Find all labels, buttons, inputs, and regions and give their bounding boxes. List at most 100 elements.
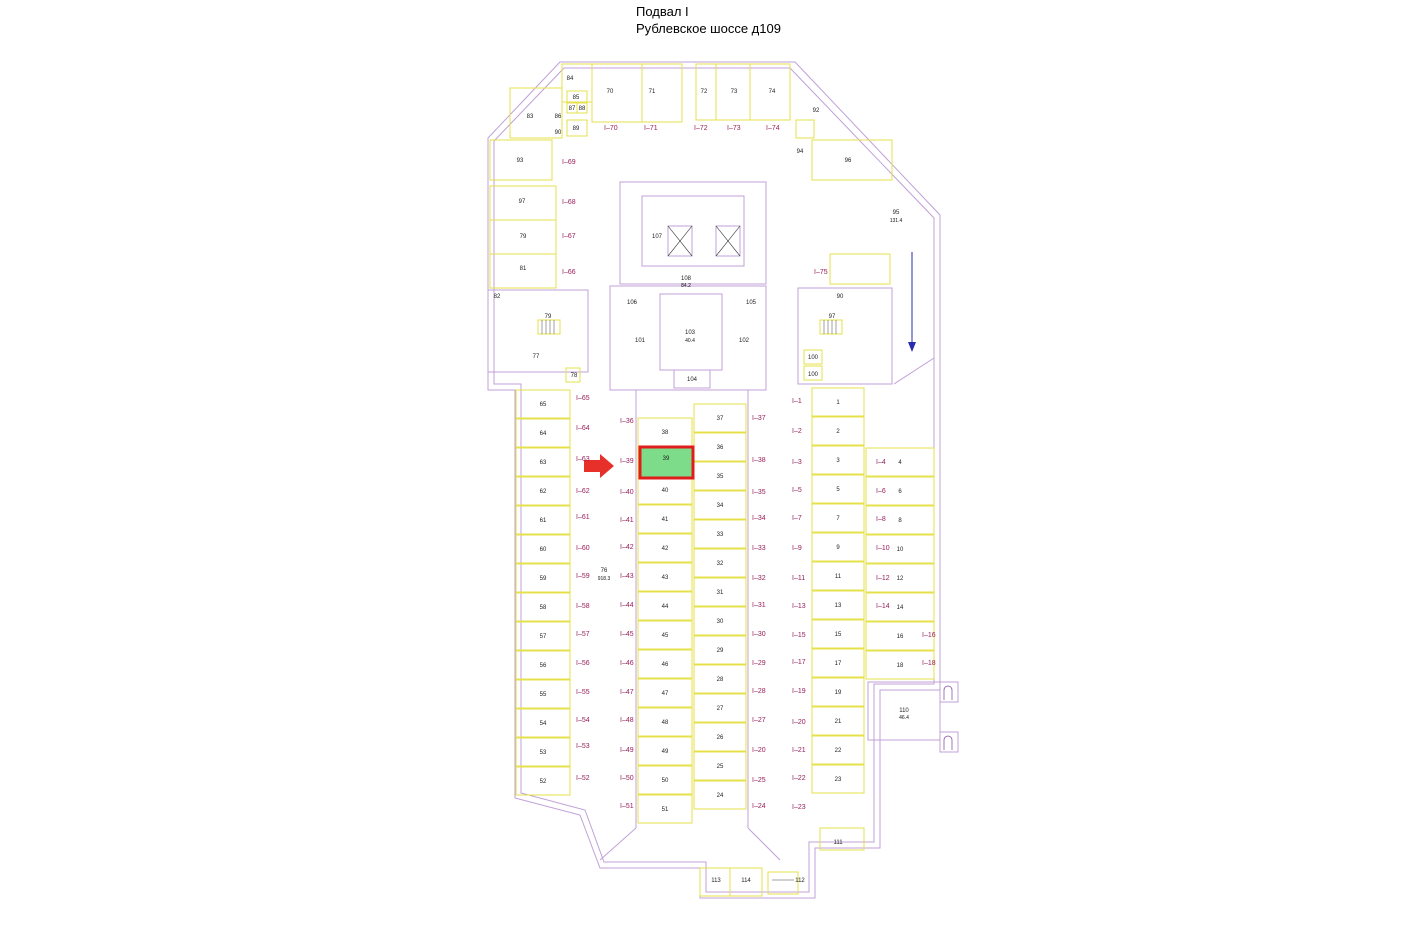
parking-stall[interactable] — [515, 679, 571, 709]
parking-stall-number: 30 — [717, 619, 724, 625]
parking-stall-number: 26 — [717, 735, 724, 741]
parking-stall[interactable] — [515, 766, 571, 796]
svg-text:86: 86 — [555, 114, 562, 120]
svg-text:71: 71 — [649, 89, 656, 95]
parking-stall-number: 51 — [662, 807, 669, 813]
parking-stall-number: 36 — [717, 445, 724, 451]
svg-text:I–65: I–65 — [576, 395, 590, 402]
svg-text:76: 76 — [601, 568, 608, 574]
parking-stall[interactable] — [515, 476, 571, 506]
parking-stall[interactable] — [515, 650, 571, 680]
parking-stall[interactable] — [811, 561, 865, 591]
plan-title: Подвал I Рублевское шоссе д109 — [636, 3, 781, 37]
svg-text:89: 89 — [573, 126, 580, 132]
svg-text:I–20: I–20 — [752, 747, 766, 754]
parking-stall[interactable] — [693, 635, 747, 665]
parking-stall[interactable] — [637, 649, 693, 679]
parking-stall[interactable] — [811, 590, 865, 620]
svg-text:I–37: I–37 — [752, 415, 766, 422]
parking-stall-number: 64 — [540, 431, 547, 437]
parking-stall[interactable] — [865, 621, 935, 651]
parking-stall[interactable] — [811, 445, 865, 475]
svg-text:I–40: I–40 — [620, 489, 634, 496]
parking-stall[interactable] — [865, 534, 935, 564]
parking-stall[interactable] — [637, 620, 693, 650]
parking-stall[interactable] — [515, 621, 571, 651]
svg-text:106: 106 — [627, 300, 638, 306]
parking-stall[interactable] — [515, 534, 571, 564]
parking-stall[interactable] — [515, 447, 571, 477]
parking-stall[interactable] — [811, 677, 865, 707]
svg-text:90: 90 — [555, 130, 562, 136]
parking-stall[interactable] — [693, 490, 747, 520]
svg-text:I–68: I–68 — [562, 199, 576, 206]
parking-stall-number: 28 — [717, 677, 724, 683]
parking-stall[interactable] — [637, 591, 693, 621]
parking-stall[interactable] — [693, 780, 747, 810]
parking-stall[interactable] — [811, 474, 865, 504]
svg-text:79: 79 — [545, 314, 552, 320]
parking-stall[interactable] — [515, 418, 571, 448]
parking-stall[interactable] — [693, 664, 747, 694]
parking-stall[interactable] — [811, 503, 865, 533]
parking-stall[interactable] — [865, 563, 935, 593]
parking-stall[interactable] — [637, 533, 693, 563]
parking-stall[interactable] — [515, 505, 571, 535]
parking-stall[interactable] — [693, 519, 747, 549]
parking-stall-number: 54 — [540, 721, 547, 727]
svg-text:I–18: I–18 — [922, 660, 936, 667]
parking-stall[interactable] — [637, 504, 693, 534]
parking-stall-number: 5 — [836, 487, 840, 493]
svg-text:79: 79 — [520, 234, 527, 240]
svg-text:I–28: I–28 — [752, 688, 766, 695]
svg-text:96: 96 — [845, 158, 852, 164]
parking-stall[interactable] — [693, 751, 747, 781]
parking-stall[interactable] — [865, 650, 935, 680]
parking-stall[interactable] — [637, 765, 693, 795]
parking-stall[interactable] — [865, 505, 935, 535]
parking-stall[interactable] — [811, 387, 865, 417]
elevator-core — [609, 181, 767, 391]
parking-stall[interactable] — [811, 764, 865, 794]
svg-text:I–7: I–7 — [792, 515, 802, 522]
parking-stall[interactable] — [637, 678, 693, 708]
parking-stall[interactable] — [515, 592, 571, 622]
parking-stall[interactable] — [637, 736, 693, 766]
svg-text:I–4: I–4 — [876, 459, 886, 466]
parking-stall-number: 34 — [717, 503, 724, 509]
parking-stall[interactable] — [811, 619, 865, 649]
parking-stall[interactable] — [693, 693, 747, 723]
parking-stall[interactable] — [515, 708, 571, 738]
parking-stall[interactable] — [637, 794, 693, 824]
parking-stall[interactable] — [515, 389, 571, 419]
parking-stall[interactable] — [515, 563, 571, 593]
svg-text:I–17: I–17 — [792, 659, 806, 666]
parking-stall[interactable] — [693, 722, 747, 752]
svg-text:100: 100 — [808, 355, 819, 361]
parking-stall-number: 7 — [836, 516, 840, 522]
parking-stall[interactable] — [811, 648, 865, 678]
svg-text:I–39: I–39 — [620, 458, 634, 465]
svg-text:I–38: I–38 — [752, 457, 766, 464]
highlighted-stall[interactable] — [638, 445, 695, 480]
parking-stall[interactable] — [693, 577, 747, 607]
parking-stall-number: 63 — [540, 460, 547, 466]
parking-stall[interactable] — [811, 416, 865, 446]
parking-stall[interactable] — [515, 737, 571, 767]
parking-stall[interactable] — [865, 476, 935, 506]
parking-stall[interactable] — [865, 592, 935, 622]
parking-stall[interactable] — [693, 606, 747, 636]
parking-stall[interactable] — [637, 562, 693, 592]
parking-stall[interactable] — [693, 403, 747, 433]
parking-stall[interactable] — [811, 532, 865, 562]
parking-stall[interactable] — [811, 735, 865, 765]
parking-stall[interactable] — [865, 447, 935, 477]
plan-title-floor: Подвал I — [636, 4, 689, 19]
svg-text:I–6: I–6 — [876, 488, 886, 495]
parking-stall-number: 59 — [540, 576, 547, 582]
parking-stall[interactable] — [637, 707, 693, 737]
svg-text:I–25: I–25 — [752, 777, 766, 784]
parking-stall[interactable] — [811, 706, 865, 736]
parking-stall[interactable] — [693, 548, 747, 578]
